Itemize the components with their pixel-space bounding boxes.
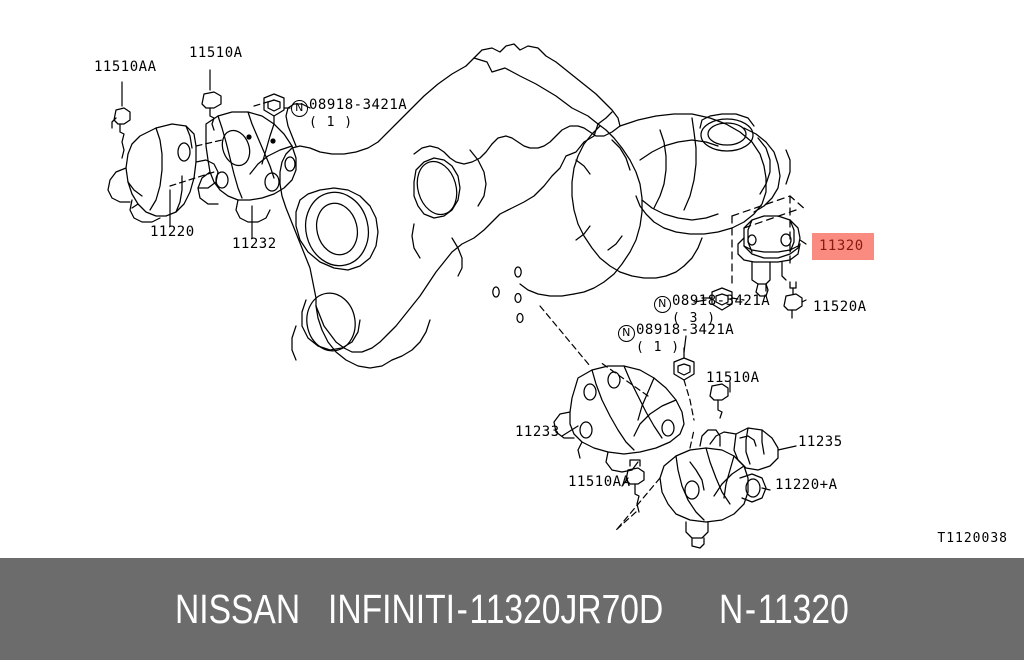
callout-11233: 11233 [515, 425, 560, 440]
part-11233-bracket [553, 365, 685, 473]
highlighted-part-11320[interactable]: 11320 [812, 233, 874, 260]
callout-label: 11220+A [775, 477, 838, 493]
part-11235-clip [709, 427, 779, 471]
engine-valve-cover [413, 43, 621, 165]
engine-port-holes [492, 266, 524, 324]
nissan-n-symbol-icon: N [618, 325, 635, 342]
transmission-rear-flange [743, 127, 791, 213]
diagram-reference-code: T1120038 [937, 531, 1008, 546]
callout-label: 08918-3421A [636, 322, 735, 338]
banner-part-number-short: 11320 [757, 585, 849, 632]
part-11510A-bolt-top [201, 91, 222, 131]
highlight-part-number: 11320 [819, 238, 864, 254]
engine-line-drawing [107, 43, 807, 549]
intake-manifold [411, 149, 487, 277]
callout-quantity: ( 1 ) [636, 340, 681, 355]
transmission-barrel [619, 113, 767, 267]
callout-11235: 11235 [798, 435, 843, 450]
nissan-n-symbol-icon: N [291, 100, 308, 117]
transmission-housing [519, 123, 685, 297]
callout-11510AA-lower: 11510AA [568, 475, 631, 490]
part-11510AA-bolt-left [111, 107, 131, 159]
part-11320-transmission-mount [737, 215, 801, 297]
part-08918-3421A-nut-mid [701, 287, 733, 311]
callout-11510A-top: 11510A [189, 46, 243, 61]
brand-nissan: NISSAN [175, 585, 301, 632]
callout-label: 11510A [706, 370, 760, 386]
oil-pan [315, 305, 431, 369]
engine-front-cover-detail [291, 187, 379, 361]
nissan-n-symbol-icon: N [654, 296, 671, 313]
callout-label: 11520A [813, 299, 867, 315]
callout-11220A: 11220+A [775, 478, 838, 493]
callout-label: 11235 [798, 434, 843, 450]
banner-separator-1: - [456, 585, 468, 632]
callout-quantity: ( 1 ) [309, 115, 354, 130]
transmission-top-boss [699, 113, 755, 152]
callout-11520A: 11520A [813, 300, 867, 315]
callout-label: 11510A [189, 45, 243, 61]
callout-11510AA-upper-left: 11510AA [94, 60, 157, 75]
callout-quantity: ( 3 ) [672, 311, 717, 326]
callout-label: 08918-3421A [309, 97, 408, 113]
leader-lines [121, 69, 807, 531]
callout-label: 11510AA [568, 474, 631, 490]
assembly-guide-lines-11320 [731, 195, 807, 297]
callout-11232: 11232 [232, 237, 277, 252]
bellhousing-ribs [575, 139, 631, 251]
part-11220A-lower-mount [659, 429, 767, 549]
banner-part-number-full: 11320JR70D [469, 585, 664, 632]
part-11220-insulator [107, 123, 219, 223]
banner-separator-2: - [745, 585, 757, 632]
callout-11220: 11220 [150, 225, 195, 240]
banner-prefix: N [719, 585, 744, 632]
callout-label: 08918-3421A [672, 293, 771, 309]
part-11510A-bolt-mid [709, 383, 729, 419]
callout-label: 11233 [515, 424, 560, 440]
part-11520A-bolt [783, 281, 803, 319]
callout-label: 11510AA [94, 59, 157, 75]
callout-label: 11232 [232, 236, 277, 252]
part-11232-bracket [197, 111, 297, 223]
callout-11510A-mid: 11510A [706, 371, 760, 386]
brand-infiniti: INFINITI [328, 585, 456, 632]
callout-label: 11220 [150, 224, 195, 240]
